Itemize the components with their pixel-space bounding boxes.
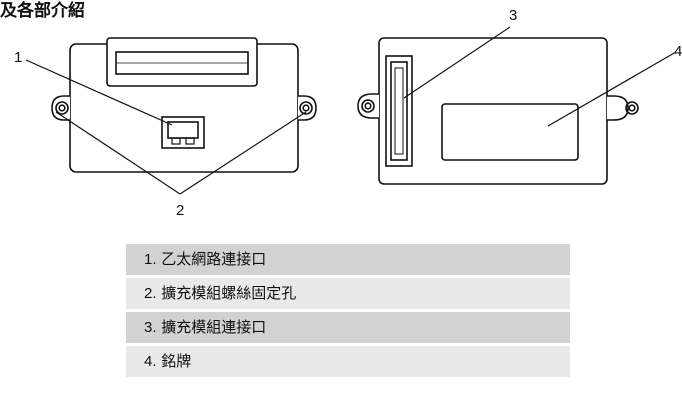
legend-number: 4. <box>144 353 157 370</box>
front-right-screw-hole <box>299 101 313 115</box>
legend-number: 3. <box>144 319 157 336</box>
back-right-screw-hole <box>625 101 639 115</box>
module-diagram: 1 2 3 4 <box>14 7 682 219</box>
callout-4: 4 <box>674 43 682 60</box>
leader-line-2b <box>179 111 307 195</box>
legend-label: 銘牌 <box>161 352 192 370</box>
legend-label: 擴充模組螺絲固定孔 <box>161 284 297 302</box>
legend-table: 1. 乙太網路連接口 2. 擴充模組螺絲固定孔 3. 擴充模組連接口 4. 銘牌 <box>126 244 570 377</box>
back-left-ear <box>357 93 379 119</box>
back-view <box>357 37 639 185</box>
ethernet-port-jack <box>167 121 199 139</box>
legend-number: 2. <box>144 285 157 302</box>
leader-line-2a <box>55 111 181 195</box>
front-view <box>51 37 317 173</box>
callout-2: 2 <box>176 202 184 219</box>
callout-3: 3 <box>509 7 517 24</box>
nameplate <box>441 103 579 161</box>
legend-row: 2. 擴充模組螺絲固定孔 <box>126 275 570 311</box>
front-leader-lines <box>25 59 307 195</box>
legend-row: 4. 銘牌 <box>126 343 570 377</box>
front-left-screw-hole <box>55 101 69 115</box>
page-title: 及各部介紹 <box>0 1 85 21</box>
leader-line-3 <box>403 26 511 99</box>
back-left-screw-hole <box>361 99 375 113</box>
legend-label: 擴充模組連接口 <box>161 318 267 336</box>
leader-line-4 <box>547 51 677 127</box>
expansion-connector <box>385 55 413 167</box>
legend-label: 乙太網路連接口 <box>161 250 267 268</box>
leader-line-1 <box>25 59 173 126</box>
front-left-ear <box>51 95 70 121</box>
legend-row: 1. 乙太網路連接口 <box>126 244 570 277</box>
back-leader-lines <box>403 26 677 127</box>
back-right-ear <box>607 95 629 121</box>
front-card-slot <box>106 37 258 87</box>
legend-number: 1. <box>144 251 157 268</box>
legend-row: 3. 擴充模組連接口 <box>126 309 570 345</box>
callout-1: 1 <box>14 49 22 66</box>
